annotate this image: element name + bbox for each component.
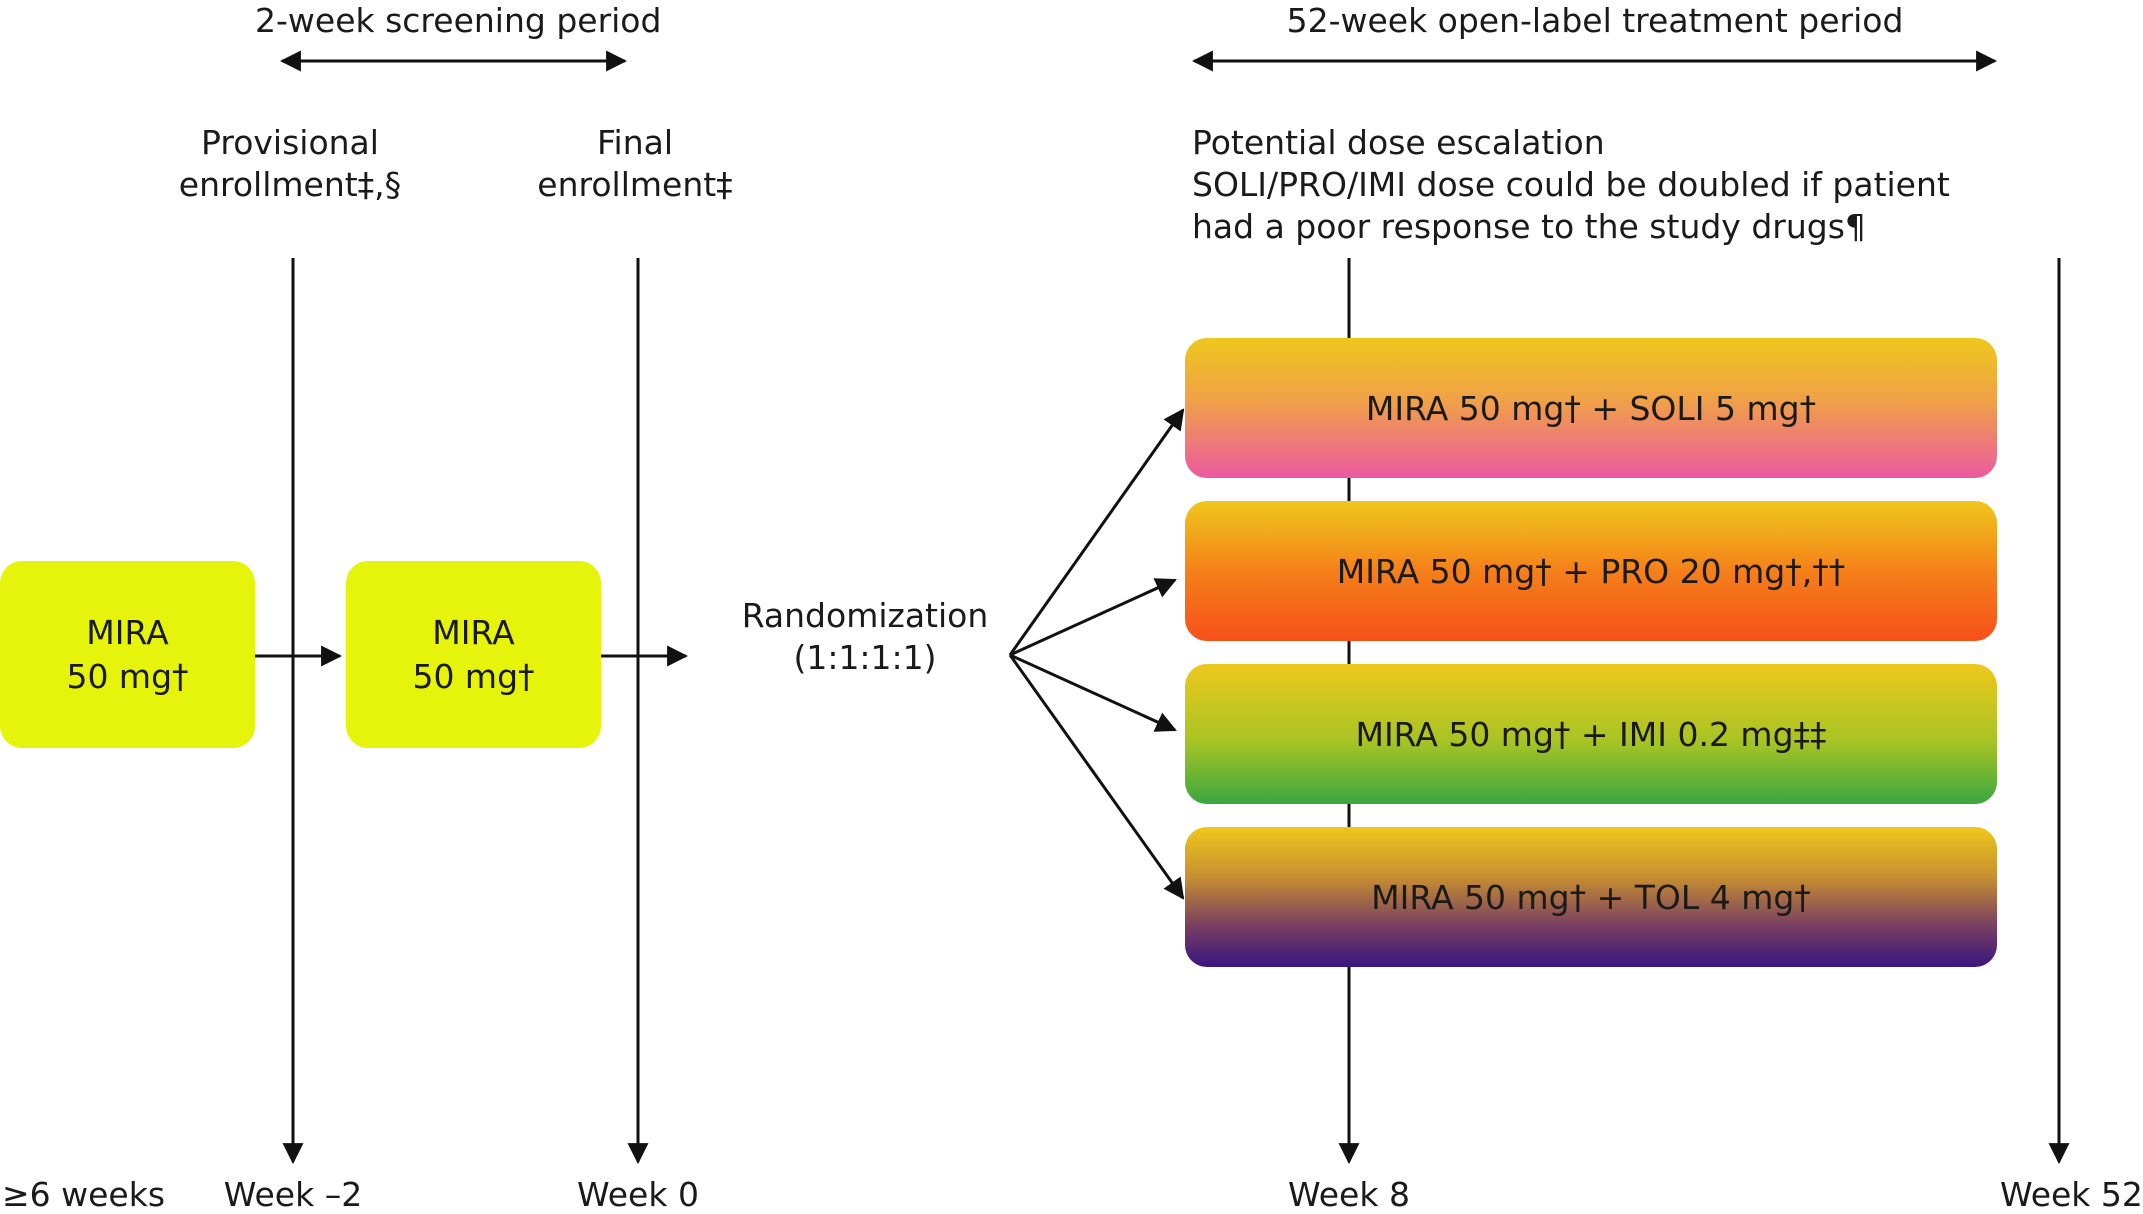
randomization-arrow-arm3 [1009, 653, 1177, 732]
runin-box-2: MIRA 50 mg† [346, 561, 601, 748]
final-enrollment-line2: enrollment‡ [537, 165, 733, 204]
runin-box-1-line2: 50 mg† [66, 656, 189, 696]
arm-label: MIRA 50 mg† + TOL 4 mg† [1371, 877, 1811, 917]
timepoint-week-0: Week 0 [577, 1175, 699, 1214]
timepoint-week-8: Week 8 [1288, 1175, 1410, 1214]
treatment-arm-pro: MIRA 50 mg† + PRO 20 mg†,†† [1185, 501, 1997, 641]
treatment-arm-imi: MIRA 50 mg† + IMI 0.2 mg‡‡ [1185, 664, 1997, 804]
dose-escalation-note: Potential dose escalation SOLI/PRO/IMI d… [1192, 122, 1950, 248]
runin-box-1: MIRA 50 mg† [0, 561, 255, 748]
provisional-enrollment-line2: enrollment‡,§ [178, 165, 402, 204]
runin-box-1-line1: MIRA [86, 612, 169, 652]
final-enrollment-line1: Final [596, 123, 674, 162]
screening-period-label: 2-week screening period [255, 1, 662, 40]
randomization-arrow-arm2 [1009, 578, 1177, 657]
treatment-arm-soli: MIRA 50 mg† + SOLI 5 mg† [1185, 338, 1997, 478]
dose-escalation-line3: had a poor response to the study drugs¶ [1192, 207, 1866, 246]
randomization-line2: (1:1:1:1) [793, 638, 937, 677]
treatment-arm-tol: MIRA 50 mg† + TOL 4 mg† [1185, 827, 1997, 967]
randomization-line1: Randomization [741, 596, 989, 635]
final-enrollment-label: Final enrollment‡ [490, 122, 780, 206]
randomization-arrow-arm1 [1008, 408, 1185, 656]
dose-escalation-line2: SOLI/PRO/IMI dose could be doubled if pa… [1192, 165, 1950, 204]
timepoint-6-weeks: ≥6 weeks [2, 1175, 166, 1214]
runin-box-2-line1: MIRA [432, 612, 515, 652]
provisional-enrollment-line1: Provisional [201, 123, 379, 162]
timepoint-week-minus2: Week –2 [223, 1175, 363, 1214]
randomization-arrow-arm4 [1008, 654, 1185, 900]
randomization-label: Randomization (1:1:1:1) [740, 595, 990, 679]
timepoint-week-52: Week 52 [2000, 1175, 2143, 1214]
arm-label: MIRA 50 mg† + PRO 20 mg†,†† [1336, 551, 1846, 591]
arm-label: MIRA 50 mg† + IMI 0.2 mg‡‡ [1355, 714, 1827, 754]
dose-escalation-line1: Potential dose escalation [1192, 123, 1605, 162]
treatment-period-label: 52-week open-label treatment period [1286, 1, 1904, 40]
provisional-enrollment-label: Provisional enrollment‡,§ [140, 122, 440, 206]
arm-label: MIRA 50 mg† + SOLI 5 mg† [1365, 388, 1817, 428]
runin-box-2-line2: 50 mg† [412, 656, 535, 696]
